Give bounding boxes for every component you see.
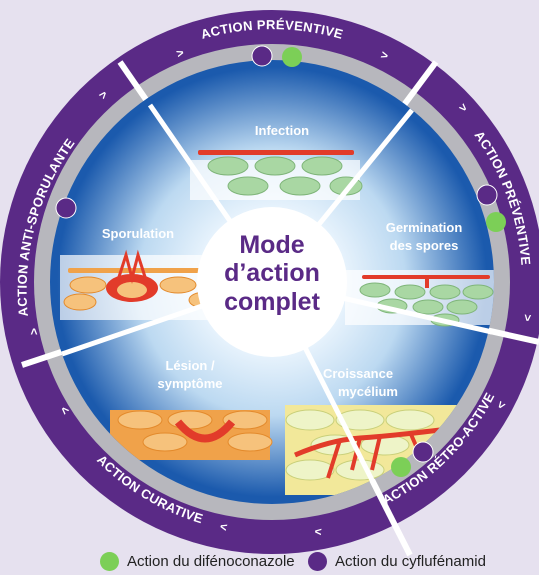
legend-label-purple: Action du cyflufénamid	[335, 553, 486, 570]
segment-label-croissance-1: Croissance	[323, 366, 393, 381]
purple-dot-icon	[308, 552, 327, 571]
legend-item-green: Action du difénoconazole	[100, 552, 295, 571]
segment-label-infection: Infection	[255, 123, 309, 138]
chevron-9: >	[27, 328, 41, 335]
purple-dot-bottom-right	[412, 441, 434, 463]
center-title-line2: d’action	[224, 259, 320, 287]
center-circle	[197, 207, 347, 357]
segment-label-germination-2: des spores	[390, 238, 459, 253]
purple-dot-top	[251, 45, 273, 67]
center-title-line3: complet	[224, 288, 321, 316]
purple-dot-right	[476, 184, 498, 206]
green-dot-right	[486, 212, 506, 232]
segment-label-lesion-2: symptôme	[157, 376, 222, 391]
chevron-2: >	[379, 48, 390, 63]
chevron-1: >	[175, 45, 186, 60]
segment-label-sporulation: Sporulation	[102, 226, 174, 241]
segment-label-germination-1: Germination	[386, 220, 463, 235]
green-dot-bottom-right	[391, 457, 411, 477]
center-title-line1: Mode	[239, 231, 304, 259]
chevron-6: >	[314, 524, 322, 539]
green-dot-top	[282, 47, 302, 67]
green-dot-icon	[100, 552, 119, 571]
lesion-illustration	[110, 410, 273, 460]
sporulation-illustration	[60, 249, 222, 320]
purple-dot-left	[55, 197, 77, 219]
legend: Action du difénoconazole Action du cyflu…	[0, 552, 539, 575]
segment-label-lesion-1: Lésion /	[165, 358, 215, 373]
segment-label-croissance-2: mycélium	[338, 384, 398, 399]
legend-item-purple: Action du cyflufénamid	[308, 552, 486, 571]
action-dots	[55, 45, 506, 477]
chevron-4: >	[520, 314, 535, 322]
legend-label-green: Action du difénoconazole	[127, 553, 295, 570]
chevron-7: >	[218, 519, 228, 534]
infection-illustration	[190, 150, 363, 200]
